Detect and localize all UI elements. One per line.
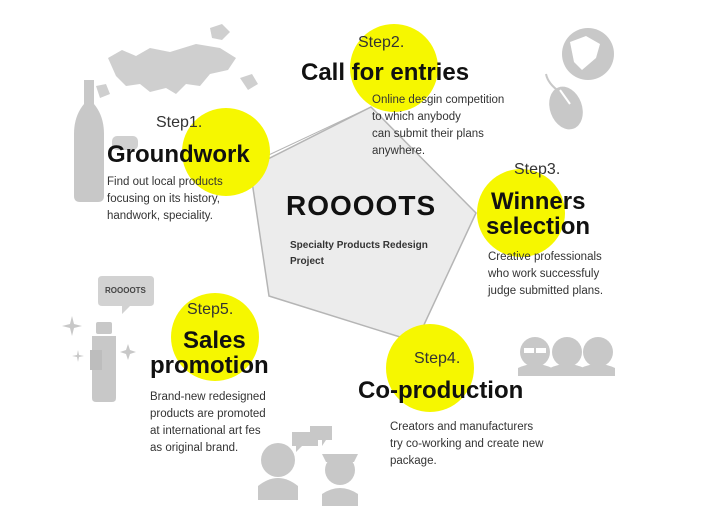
step3-highlight-circle	[477, 169, 565, 257]
step1-title: Groundwork	[107, 141, 250, 168]
step2-description: Online desgin competition to which anybo…	[372, 94, 505, 157]
step3-title-line1: Winners	[491, 188, 586, 215]
step4-title: Co-production	[358, 377, 524, 404]
bottle-icon	[74, 80, 104, 202]
step1-description: Find out local products focusing on its …	[107, 176, 223, 222]
speech-bubble-icon	[292, 426, 332, 452]
step5-description: Brand-new redesigned products are promot…	[150, 391, 266, 454]
step4-description: Creators and manufacturers try co-workin…	[390, 421, 544, 467]
step5-title-line2: promotion	[150, 352, 269, 379]
speech-bubble-label: ROOOOTS	[105, 286, 146, 295]
step1-highlight-circle	[182, 108, 270, 196]
step5-number: Step5.	[187, 301, 234, 318]
step2-highlight-circle	[350, 24, 438, 112]
step3-description: Creative professionals who work successf…	[488, 251, 604, 297]
step5-highlight-circle	[171, 293, 259, 381]
process-pentagon	[249, 106, 477, 343]
center-subtitle-line1: Specialty Products Redesign	[290, 240, 428, 251]
step2-number: Step2.	[358, 34, 405, 51]
step2-title: Call for entries	[301, 59, 470, 86]
step4-number: Step4.	[414, 350, 461, 367]
center-subtitle-line2: Project	[290, 256, 324, 267]
sparkle-icon	[62, 316, 136, 362]
step5-title-line1: Sales	[183, 327, 246, 354]
people-icon	[518, 337, 615, 376]
map-icon	[96, 24, 258, 98]
globe-icon	[562, 28, 614, 80]
spray-bottle-icon	[90, 322, 116, 402]
bottom-people-icon	[258, 443, 358, 506]
mouse-icon	[545, 73, 583, 130]
step3-title-line2: selection	[486, 213, 591, 240]
top-speech-bubble-icon	[98, 276, 154, 314]
step2-connector	[257, 106, 372, 161]
step3-number: Step3.	[514, 161, 561, 178]
step1-number: Step1.	[156, 114, 203, 131]
jar-icon	[112, 136, 138, 150]
center-logo: ROOOOTS	[286, 190, 437, 221]
step4-highlight-circle	[386, 324, 474, 412]
